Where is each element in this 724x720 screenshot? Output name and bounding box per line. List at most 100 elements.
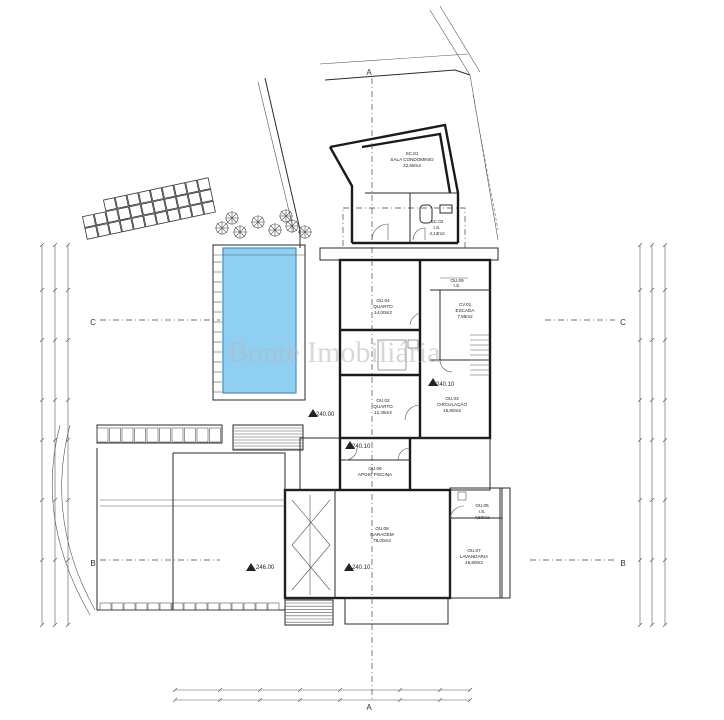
svg-text:GARAGEM: GARAGEM [370,532,394,537]
level-pool-deck: 240.00 [308,409,335,418]
room-label-condominio: SC.01 SALA CONDOMINIO 22,55m2 [390,151,434,168]
level-parking: 246.00 [246,563,275,571]
svg-text:I.S.: I.S. [454,283,461,288]
solar-panel [93,211,108,226]
solar-panel [199,189,214,204]
watermark-logo: Bonte Imobiliária [228,336,440,369]
room-label-lavandaria: OU.07 LAVANDARIA 18,80m2 [460,548,489,565]
svg-text:APOIO PISCINA: APOIO PISCINA [358,472,393,477]
solar-panel [138,189,153,204]
pool-area [212,244,306,401]
solar-panel [175,194,190,209]
solar-panel [161,184,176,199]
solar-panel [173,182,188,197]
solar-panel [140,201,155,216]
svg-text:OU.06: OU.06 [368,466,382,471]
room-label-quarto2: OU.02 QUARTO 12,45m2 [373,398,393,415]
solar-panel [107,220,122,235]
solar-panel [187,191,202,206]
svg-text:CIRCULAÇÃO: CIRCULAÇÃO [437,401,468,407]
level-corridor: 240.10 [345,441,371,450]
svg-text:78,00m2: 78,00m2 [373,538,391,543]
svg-text:4,50m2: 4,50m2 [474,515,490,520]
swimming-pool [222,247,297,394]
dimension-lines [39,242,668,703]
svg-text:OU.03: OU.03 [445,396,459,401]
solar-panel [166,208,181,223]
svg-text:18,80m2: 18,80m2 [465,560,483,565]
plant-symbol [225,211,239,225]
section-marker-a-bottom: A [366,703,372,712]
svg-text:QUARTO: QUARTO [373,304,393,309]
svg-text:246.00: 246.00 [256,565,275,571]
section-marker-c-left: C [90,318,96,327]
room-label-circulacao: OU.03 CIRCULAÇÃO 15,80m2 [437,396,468,413]
solar-panel-array [82,177,216,240]
level-markers: 240.00 240.10 240.10 246.00 240.10 [246,378,455,571]
solar-panel [96,223,111,238]
solar-panel [105,208,120,223]
plant-symbol [215,221,229,235]
main-building [299,247,499,491]
svg-text:OU.07: OU.07 [467,548,481,553]
solar-panel [143,213,158,228]
room-label-escada: CV.01 ESCADA 7,85m2 [456,302,476,319]
deck-tiles [96,424,304,451]
section-lines [100,78,615,700]
level-circulation: 240.10 [428,378,455,388]
section-marker-b-right: B [620,559,625,568]
level-garage: 240.10 [344,563,371,571]
solar-panel [190,203,205,218]
svg-text:OU.09: OU.09 [450,278,464,283]
plant-symbol [268,223,282,237]
svg-text:14,00m2: 14,00m2 [374,310,392,315]
room-label-garagem: OU.08 GARAGEM 78,00m2 [370,526,394,543]
svg-text:4,13m2: 4,13m2 [429,231,445,236]
svg-text:ESCADA: ESCADA [456,308,476,313]
section-marker-c-right: C [620,318,626,327]
garden-planting [215,209,312,239]
svg-text:OU.02: OU.02 [376,398,390,403]
plant-symbol [279,209,293,223]
svg-text:7,85m2: 7,85m2 [457,314,473,319]
solar-panel [119,218,134,233]
room-label-apoio-piscina: OU.06 APOIO PISCINA [358,466,393,477]
solar-panel [178,205,193,220]
solar-panel [196,177,211,192]
svg-text:240.00: 240.00 [316,412,335,418]
solar-panel [152,199,167,214]
svg-text:OU.08: OU.08 [375,526,389,531]
section-marker-b-left: B [90,559,95,568]
solar-panel [185,179,200,194]
solar-panel [149,187,164,202]
svg-text:I.S.: I.S. [479,509,486,514]
room-label-is-top: SC.02 I.S. 4,13m2 [429,219,445,236]
svg-text:LAVANDARIA: LAVANDARIA [460,554,489,559]
solar-panel [126,192,141,207]
svg-text:QUARTO: QUARTO [373,404,393,409]
svg-text:240.10: 240.10 [352,565,371,571]
svg-text:240.10: 240.10 [352,444,371,450]
solar-panel [128,203,143,218]
room-label-is-bottom: OU.05 I.S. 4,50m2 [474,503,490,520]
section-marker-a-top: A [366,68,372,77]
svg-text:I.S.: I.S. [434,225,441,230]
svg-text:SC.02: SC.02 [431,219,444,224]
svg-text:12,45m2: 12,45m2 [374,410,392,415]
room-label-wc-small: OU.09 I.S. [450,278,464,288]
svg-text:OU.05: OU.05 [475,503,489,508]
plant-symbol [251,215,265,229]
lower-terraces [51,424,286,616]
solar-panel [164,196,179,211]
solar-panel [84,225,99,240]
solar-panel [154,210,169,225]
solar-panel [201,200,216,215]
condominium-block [328,123,466,249]
svg-text:SALA CONDOMINIO: SALA CONDOMINIO [390,157,434,162]
plant-symbol [285,219,299,233]
garage-block [283,487,511,626]
solar-panel [117,206,132,221]
site-boundary-lines [257,5,499,248]
section-markers: A A B B C C [90,68,626,712]
room-labels: SC.01 SALA CONDOMINIO 22,55m2 SC.02 I.S.… [358,151,490,565]
